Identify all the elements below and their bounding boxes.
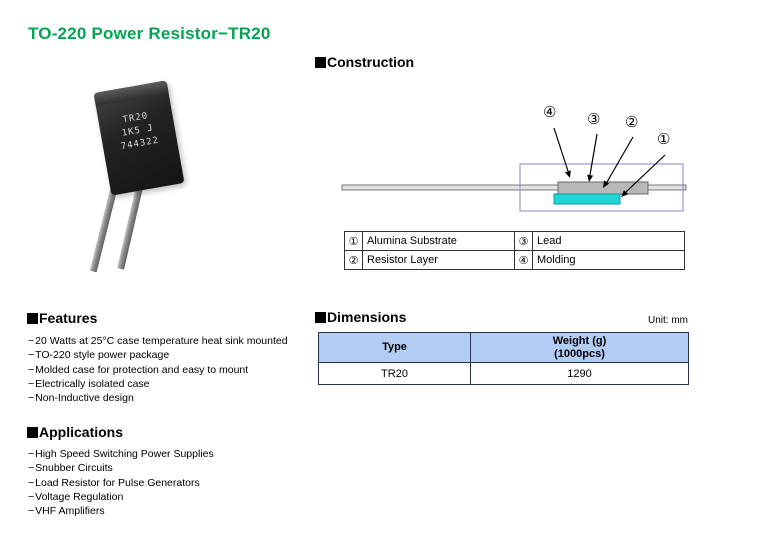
alumina-substrate-shape: [553, 193, 621, 205]
callout-arrowheads: [565, 170, 629, 197]
section-square-icon: [27, 312, 38, 324]
feature-text: Non-Inductive design: [35, 392, 134, 405]
list-item: −TO-220 style power package: [28, 348, 288, 362]
application-text: Load Resistor for Pulse Generators: [35, 476, 200, 489]
construction-heading: Construction: [315, 54, 414, 70]
feature-text: Electrically isolated case: [35, 377, 150, 390]
application-text: Snubber Circuits: [35, 462, 113, 475]
molding-outline-shape: [519, 163, 684, 212]
resistor-top-bevel: [93, 80, 169, 107]
legend-label-lead: Lead: [532, 231, 685, 251]
dimensions-table: Type Weight (g) (1000pcs) TR20 1290: [318, 332, 689, 385]
legend-row: ① Alumina Substrate ③ Lead: [344, 231, 685, 251]
dash-bullet: −: [28, 349, 35, 362]
resistor-lead-right: [117, 186, 143, 270]
dash-bullet: −: [28, 476, 35, 489]
dimensions-cell-weight: 1290: [470, 362, 689, 385]
list-item: −Molded case for protection and easy to …: [28, 363, 288, 377]
list-item: −Voltage Regulation: [28, 490, 214, 504]
list-item: −Snubber Circuits: [28, 461, 214, 475]
feature-text: Molded case for protection and easy to m…: [35, 363, 249, 376]
lead-line-shape: [341, 184, 687, 191]
dimensions-header-weight-line1: Weight (g): [552, 334, 607, 347]
features-heading: Features: [27, 310, 97, 326]
application-text: High Speed Switching Power Supplies: [35, 448, 214, 460]
dimensions-header-type: Type: [318, 332, 471, 363]
legend-row: ② Resistor Layer ④ Molding: [344, 250, 685, 270]
callout-3: ③: [587, 111, 601, 128]
list-item: −20 Watts at 25°C case temperature heat …: [28, 334, 288, 348]
dimensions-heading-label: Dimensions: [327, 309, 407, 325]
list-item: −VHF Amplifiers: [28, 504, 214, 518]
dimensions-cell-type: TR20: [318, 362, 471, 385]
list-item: −Non-Inductive design: [28, 391, 288, 405]
dash-bullet: −: [28, 377, 35, 390]
application-text: Voltage Regulation: [35, 490, 124, 503]
dimensions-heading: Dimensions: [315, 309, 406, 325]
dash-bullet: −: [28, 462, 35, 475]
application-text: VHF Amplifiers: [35, 505, 105, 518]
legend-num-4: ④: [514, 250, 533, 270]
product-photo: TR20 1K5 J 744322: [72, 78, 222, 283]
construction-diagram-drawing: [341, 127, 687, 212]
dash-bullet: −: [28, 363, 35, 376]
list-item: −Electrically isolated case: [28, 377, 288, 391]
resistor-lead-left: [89, 189, 117, 273]
legend-num-3: ③: [514, 231, 533, 251]
dash-bullet: −: [28, 505, 35, 518]
dash-bullet: −: [28, 448, 35, 460]
feature-text: TO-220 style power package: [35, 349, 170, 362]
construction-heading-label: Construction: [327, 54, 415, 70]
callout-4: ④: [543, 104, 557, 121]
list-item: −Load Resistor for Pulse Generators: [28, 476, 214, 490]
section-square-icon: [315, 311, 326, 323]
callout-2: ②: [625, 114, 639, 131]
legend-label-resistor-layer: Resistor Layer: [362, 250, 515, 270]
section-square-icon: [27, 426, 38, 438]
dimensions-header-weight-line2: (1000pcs): [554, 347, 605, 360]
legend-num-1: ①: [344, 231, 363, 251]
applications-heading-label: Applications: [39, 424, 124, 440]
resistor-body: TR20 1K5 J 744322: [93, 80, 185, 196]
legend-num-2: ②: [344, 250, 363, 270]
resistor-marking: TR20 1K5 J 744322: [98, 106, 178, 157]
callout-arrows: [553, 127, 666, 193]
list-item: −High Speed Switching Power Supplies: [28, 447, 214, 461]
section-square-icon: [315, 56, 326, 68]
dash-bullet: −: [28, 335, 35, 347]
dimensions-table-header-row: Type Weight (g) (1000pcs): [318, 332, 689, 363]
construction-legend-table: ① Alumina Substrate ③ Lead ② Resistor La…: [344, 231, 685, 270]
legend-label-molding: Molding: [532, 250, 685, 270]
dimensions-table-data-row: TR20 1290: [318, 362, 689, 385]
applications-heading: Applications: [27, 424, 123, 440]
features-list: −20 Watts at 25°C case temperature heat …: [28, 334, 288, 405]
page-title: TO-220 Power Resistor−TR20: [28, 24, 271, 43]
features-heading-label: Features: [39, 310, 98, 326]
legend-label-alumina-substrate: Alumina Substrate: [362, 231, 515, 251]
construction-diagram: ④ ③ ② ①: [340, 100, 690, 230]
callout-1: ①: [657, 131, 671, 148]
unit-label: Unit: mm: [648, 315, 688, 326]
dash-bullet: −: [28, 392, 35, 405]
feature-text: 20 Watts at 25°C case temperature heat s…: [35, 335, 288, 347]
applications-list: −High Speed Switching Power Supplies −Sn…: [28, 447, 214, 518]
dash-bullet: −: [28, 490, 35, 503]
dimensions-header-weight: Weight (g) (1000pcs): [470, 332, 689, 363]
